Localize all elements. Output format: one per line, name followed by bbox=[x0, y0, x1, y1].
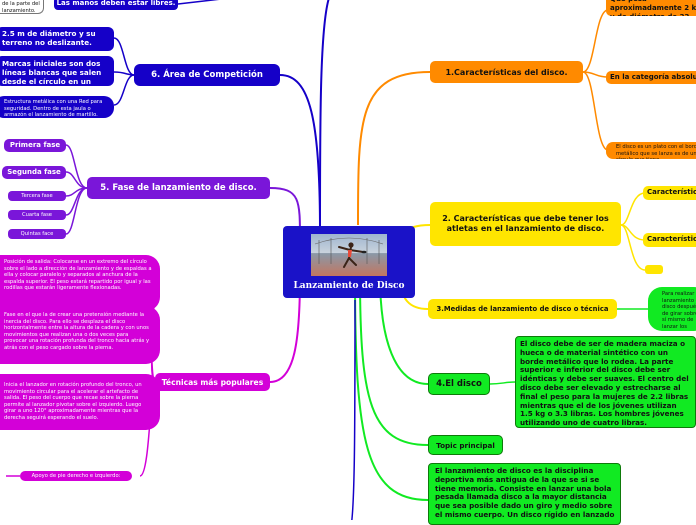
central-title: Lanzamiento de Disco bbox=[293, 281, 405, 291]
measures-note[interactable]: Para realizar el lanzamiento de disco de… bbox=[648, 287, 696, 331]
area-item-cage[interactable]: Estructura metálica con una Red para seg… bbox=[0, 96, 114, 118]
technique-item-rotation-label: Inicia el lanzador en rotación profundo … bbox=[4, 382, 142, 421]
characteristics-branch-title: 1.Características del disco. bbox=[445, 67, 568, 77]
measures-note-label: Para realizar el lanzamiento de disco de… bbox=[662, 291, 696, 331]
topic-principal-node[interactable]: Topic principal bbox=[428, 435, 503, 455]
technique-item-preparation-label: Fase en el que la de crear una pretensió… bbox=[4, 312, 150, 351]
area-item-lines-label: Marcas iniciales son dos líneas blancas … bbox=[2, 59, 102, 86]
characteristic-item-plate[interactable]: El disco es un plato con el borde metáli… bbox=[606, 142, 696, 159]
athletes-branch-node[interactable]: 2. Características que debe tener los at… bbox=[430, 202, 621, 246]
athletes-branch-title: 2. Características que debe tener los at… bbox=[442, 214, 609, 233]
phase-item-4[interactable]: Cuarta fase bbox=[8, 210, 66, 220]
area-item-lines[interactable]: Marcas iniciales son dos líneas blancas … bbox=[0, 56, 114, 86]
top-fragment-1: de la parte del bbox=[2, 1, 40, 7]
phase-item-1-label: Primera fase bbox=[9, 141, 61, 149]
phase-item-1[interactable]: Primera fase bbox=[4, 139, 66, 152]
disc-description[interactable]: El disco debe de ser de madera maciza o … bbox=[515, 336, 696, 428]
history-node-text: El lanzamiento de disco es la disciplina… bbox=[435, 466, 615, 519]
central-node[interactable]: Lanzamiento de Disco bbox=[283, 226, 415, 298]
technique-item-rotation[interactable]: Inicia el lanzador en rotación profundo … bbox=[0, 374, 160, 430]
technique-item-preparation[interactable]: Fase en el que la de crear una pretensió… bbox=[0, 306, 160, 364]
characteristic-item-weight-label: Que pesa aproximadamente 2 kg y de diáme… bbox=[610, 0, 696, 16]
characteristic-item-weight[interactable]: Que pesa aproximadamente 2 kg y de diáme… bbox=[606, 0, 696, 16]
area-item-diameter-label: 2.5 m de diámetro y su terreno no desliz… bbox=[2, 29, 96, 47]
athlete-item-1-label: Característica bbox=[647, 188, 696, 196]
history-node[interactable]: El lanzamiento de disco es la disciplina… bbox=[428, 463, 621, 525]
technique-item-start[interactable]: Posición de salida: Colocarse en un extr… bbox=[0, 255, 160, 311]
characteristics-branch-node[interactable]: 1.Características del disco. bbox=[430, 61, 583, 83]
athlete-item-1[interactable]: Característica bbox=[643, 186, 696, 200]
phase-item-2-label: Segunda fase bbox=[7, 168, 61, 176]
phase-item-3-label: Tercera fase bbox=[21, 192, 53, 199]
top-partial-note: de la parte del lanzamiento. bbox=[0, 0, 44, 14]
technique-item-support[interactable]: Apoyo de pie derecho e izquierdo: bbox=[20, 471, 132, 481]
technique-item-support-label: Apoyo de pie derecho e izquierdo: bbox=[31, 472, 121, 479]
area-branch-title: 6. Área de Competición bbox=[151, 70, 263, 80]
area-branch-node[interactable]: 6. Área de Competición bbox=[134, 64, 280, 86]
area-item-diameter[interactable]: 2.5 m de diámetro y su terreno no desliz… bbox=[0, 27, 114, 51]
hands-rule-node[interactable]: Las manos deben estar libres. bbox=[54, 0, 178, 10]
phase-item-5-label: Quintas face bbox=[20, 230, 54, 237]
top-fragment-2: lanzamiento. bbox=[2, 7, 36, 14]
phase-item-5[interactable]: Quintas face bbox=[8, 229, 66, 239]
techniques-branch-title: Técnicas más populares bbox=[161, 377, 264, 387]
disc-description-label: El disco debe de ser de madera maciza o … bbox=[520, 339, 689, 428]
techniques-branch-node[interactable]: Técnicas más populares bbox=[155, 373, 270, 391]
disc-branch-title: 4.El disco bbox=[436, 379, 482, 389]
phase-item-2[interactable]: Segunda fase bbox=[2, 166, 66, 179]
area-item-cage-label: Estructura metálica con una Red para seg… bbox=[4, 99, 103, 118]
phase-item-4-label: Cuarta fase bbox=[22, 211, 52, 218]
characteristic-item-plate-label: El disco es un plato con el borde metáli… bbox=[616, 144, 696, 159]
characteristic-item-category[interactable]: En la categoría absoluta bbox=[606, 71, 696, 84]
measures-branch-node[interactable]: 3.Medidas de lanzamiento de disco o técn… bbox=[428, 299, 617, 319]
characteristic-item-category-label: En la categoría absoluta bbox=[610, 73, 696, 81]
phases-branch-title: 5. Fase de lanzamiento de disco. bbox=[100, 183, 257, 193]
phases-branch-node[interactable]: 5. Fase de lanzamiento de disco. bbox=[87, 177, 270, 199]
phase-item-3[interactable]: Tercera fase bbox=[8, 191, 66, 201]
topic-principal-label: Topic principal bbox=[436, 440, 495, 450]
athlete-item-3[interactable] bbox=[645, 265, 663, 274]
measures-branch-title: 3.Medidas de lanzamiento de disco o técn… bbox=[436, 305, 609, 313]
disc-branch-node[interactable]: 4.El disco bbox=[428, 373, 490, 395]
hands-rule-label: Las manos deben estar libres. bbox=[56, 0, 176, 7]
discus-athlete-photo bbox=[311, 234, 387, 276]
technique-item-start-label: Posición de salida: Colocarse en un extr… bbox=[4, 259, 152, 292]
athlete-item-2[interactable]: Característica bbox=[643, 233, 696, 247]
athlete-item-2-label: Característica bbox=[647, 235, 696, 243]
